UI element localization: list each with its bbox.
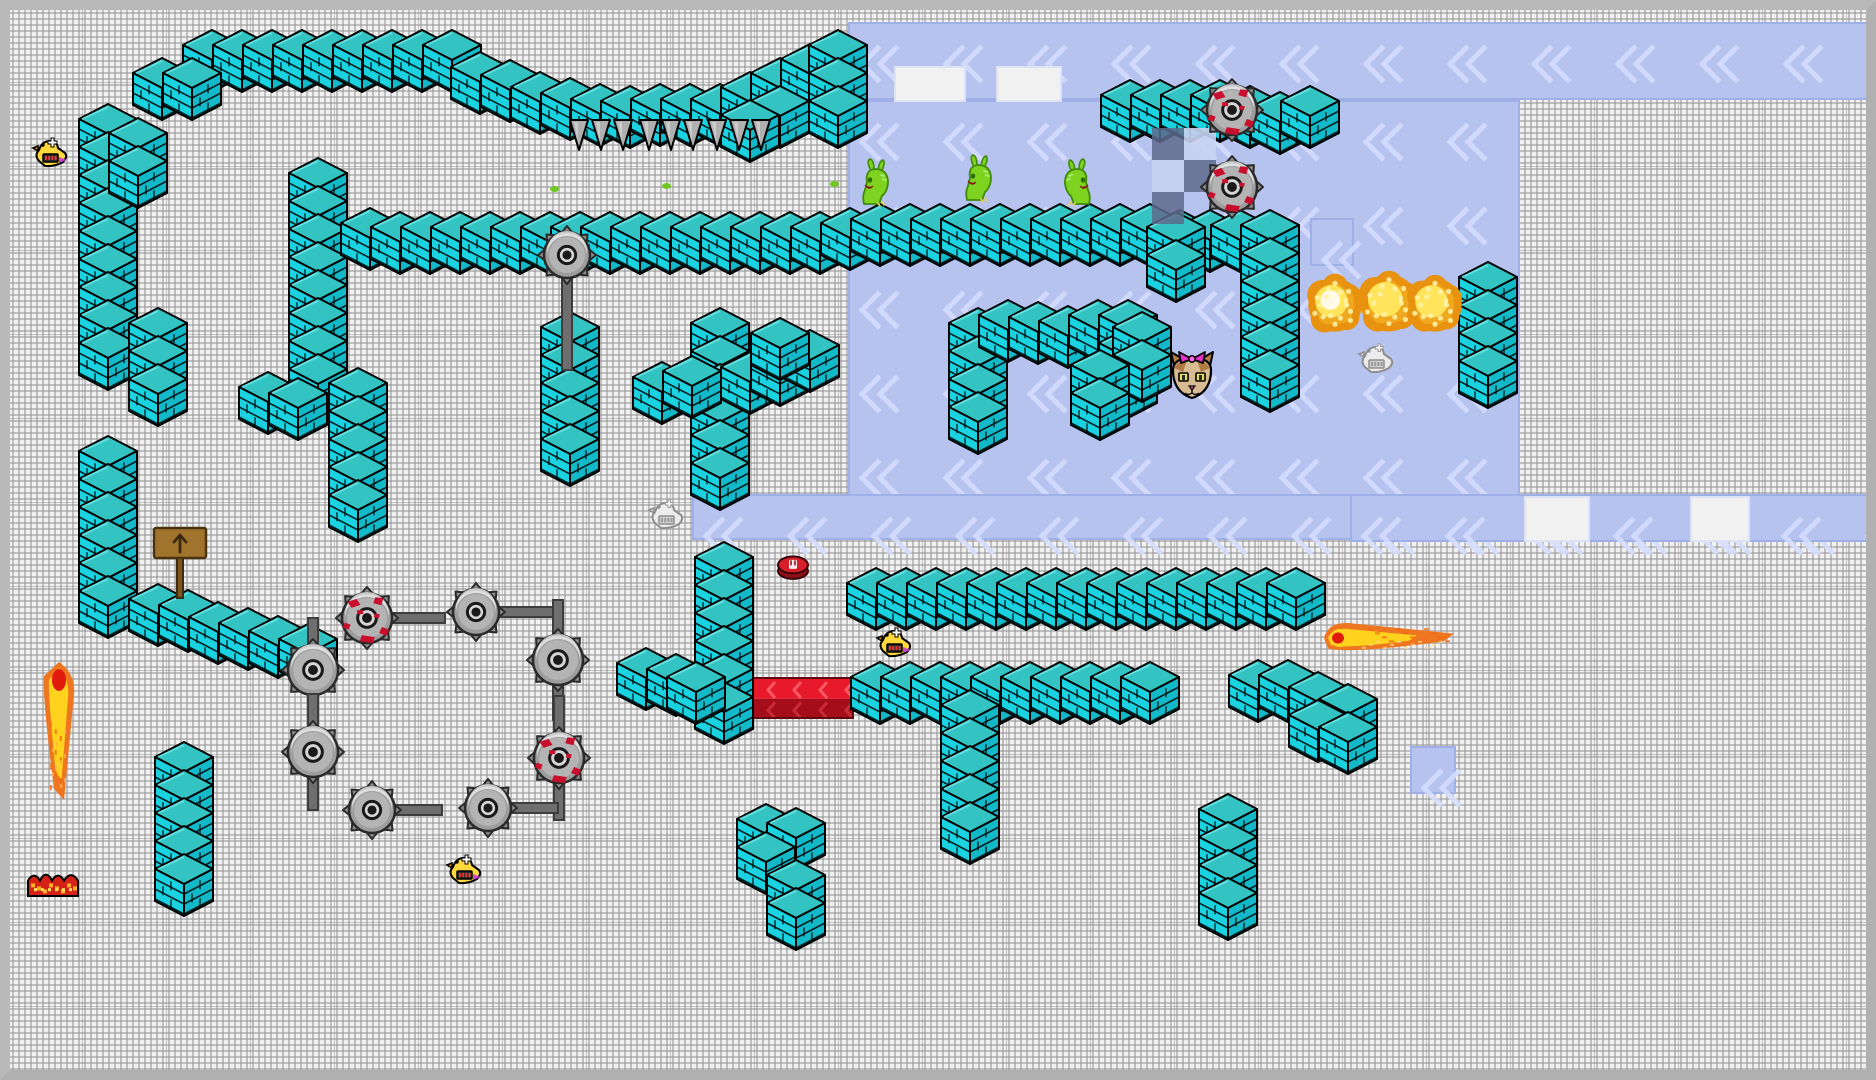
bunny-right <box>1056 158 1098 207</box>
ice-brick-block[interactable] <box>108 144 168 209</box>
ice-brick-block[interactable] <box>1318 710 1378 775</box>
ice-brick-block[interactable] <box>1458 344 1518 409</box>
ice-brick-block[interactable] <box>1266 566 1326 631</box>
player-avatar-dog[interactable] <box>1167 350 1217 402</box>
wind-square-1 <box>1310 218 1362 280</box>
saw-blade[interactable] <box>341 779 443 841</box>
bloody-saw-blade[interactable] <box>1199 77 1265 143</box>
object-layer <box>10 10 1866 1070</box>
fireball-left <box>38 660 80 800</box>
bloody-saw-blade[interactable] <box>334 585 446 651</box>
ice-brick-block[interactable] <box>940 800 1000 865</box>
bunny-spit-0 <box>550 186 559 192</box>
explosion-puff-0 <box>1306 273 1364 336</box>
wind-hole-1 <box>996 66 1062 102</box>
ice-brick-block[interactable] <box>1280 84 1340 149</box>
ice-brick-block[interactable] <box>128 362 188 427</box>
lava-bottom-left <box>27 868 79 897</box>
saw-blade[interactable] <box>280 617 346 703</box>
bunny-mid <box>958 154 1000 204</box>
red-switch-button[interactable] <box>776 552 810 580</box>
ice-brick-block[interactable] <box>948 390 1008 455</box>
hazard-layer <box>10 10 1866 1070</box>
ceiling-spikes <box>566 119 640 156</box>
bloody-saw-blade[interactable] <box>526 695 592 821</box>
duck-top-left[interactable] <box>31 135 68 169</box>
bunny-left <box>855 158 897 207</box>
ice-brick-block[interactable] <box>1198 876 1258 941</box>
ghost-duck-center <box>647 496 684 532</box>
ice-brick-block[interactable] <box>162 56 222 121</box>
ice-brick-block[interactable] <box>268 376 328 441</box>
ice-brick-block[interactable] <box>690 446 750 511</box>
ice-brick-block[interactable] <box>750 316 810 381</box>
block-layer <box>10 10 1866 1070</box>
ice-brick-block[interactable] <box>154 852 214 917</box>
wind-square-2 <box>1410 746 1462 808</box>
wind-hole-3 <box>1690 496 1750 542</box>
ice-brick-block[interactable] <box>766 886 826 951</box>
ice-brick-block[interactable] <box>78 326 138 391</box>
lava-right-edge <box>1862 610 1866 668</box>
bunny-spit-2 <box>830 181 839 187</box>
explosion-puff-2 <box>1406 274 1464 334</box>
wind-hole-0 <box>894 66 966 102</box>
duck-bottom[interactable] <box>445 852 482 886</box>
saw-blade[interactable] <box>280 693 346 811</box>
ceiling-spikes <box>636 119 710 156</box>
direction-sign-up[interactable] <box>152 526 208 599</box>
bloody-saw-blade[interactable] <box>1199 154 1265 220</box>
saw-blade[interactable] <box>445 581 555 643</box>
ice-brick-block[interactable] <box>1146 238 1206 303</box>
ice-brick-block[interactable] <box>1240 348 1300 413</box>
ice-brick-block[interactable] <box>540 422 600 487</box>
checker-tile-patch <box>1152 128 1216 224</box>
ice-brick-block[interactable] <box>662 354 722 419</box>
ice-brick-block[interactable] <box>1070 376 1130 441</box>
saw-blade[interactable] <box>536 224 598 371</box>
fireball-right <box>1322 616 1454 660</box>
duck-mid-right[interactable] <box>875 625 912 659</box>
level-canvas[interactable] <box>10 10 1866 1070</box>
wind-hole-2 <box>1524 496 1590 542</box>
ceiling-spikes <box>704 119 778 156</box>
ghost-duck-right <box>1357 340 1394 376</box>
saw-blade[interactable] <box>525 599 591 721</box>
saw-blade[interactable] <box>457 777 559 839</box>
bunny-spit-1 <box>662 183 671 189</box>
ice-brick-block[interactable] <box>328 478 388 543</box>
ice-brick-block[interactable] <box>666 660 726 725</box>
ice-brick-block[interactable] <box>1120 660 1180 725</box>
wind-right-tail <box>1350 494 1866 556</box>
ice-brick-block[interactable] <box>808 84 868 149</box>
